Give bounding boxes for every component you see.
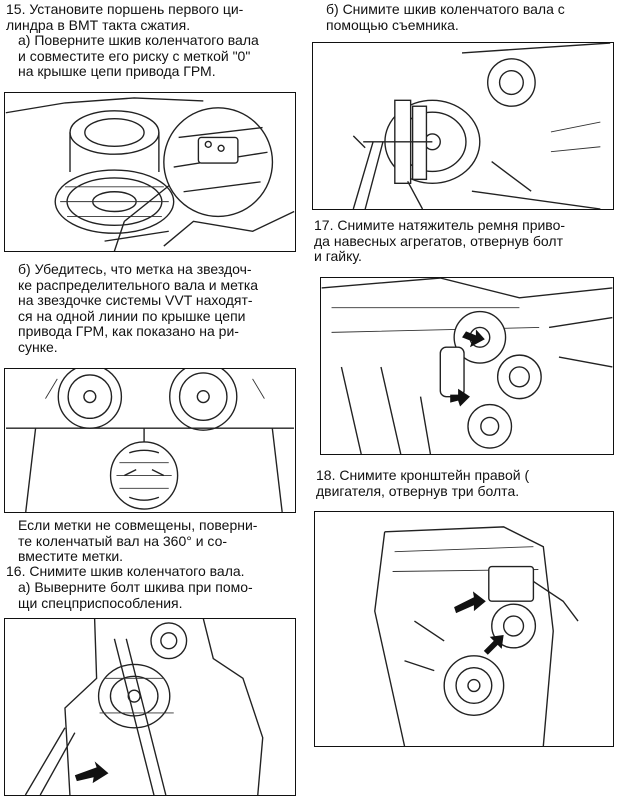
step15-sub-b: б) Убедитесь, что метка на звездоч- ке р… [18, 261, 259, 355]
fig-pulley-mark [4, 92, 296, 252]
step18-text: 18. Снимите кронштейн правой ( двигателя… [316, 467, 530, 499]
fig-tensioner [320, 277, 614, 455]
pulley-bolt-removal-illustration [24, 619, 264, 795]
fig-bracket [314, 511, 614, 747]
step16-sub-a: а) Выверните болт шкива при помо- щи спе… [18, 579, 253, 611]
timing-chain-marks-illustration [6, 369, 294, 512]
engine-bracket-illustration [374, 526, 579, 746]
step15-sub-a: а) Поверните шкив коленчатого вала и сов… [18, 32, 259, 79]
pulley-puller-illustration [352, 43, 611, 209]
step15-note: Если метки не совмещены, поверни- те кол… [18, 517, 258, 564]
step16-heading: 16. Снимите шкив коленчатого вала. [6, 563, 245, 579]
step17-text: 17. Снимите натяжитель ремня приво- да н… [314, 217, 566, 264]
fig-bolt-tool [4, 618, 296, 796]
crankshaft-pulley-mark-illustration [5, 97, 295, 251]
fig-timing-marks [4, 368, 296, 513]
step15-heading: 15. Установите поршень первого ци- линдр… [6, 1, 244, 33]
belt-tensioner-illustration [321, 278, 613, 454]
step16-sub-b: б) Снимите шкив коленчатого вала с помощ… [326, 1, 565, 33]
fig-puller [312, 42, 614, 210]
